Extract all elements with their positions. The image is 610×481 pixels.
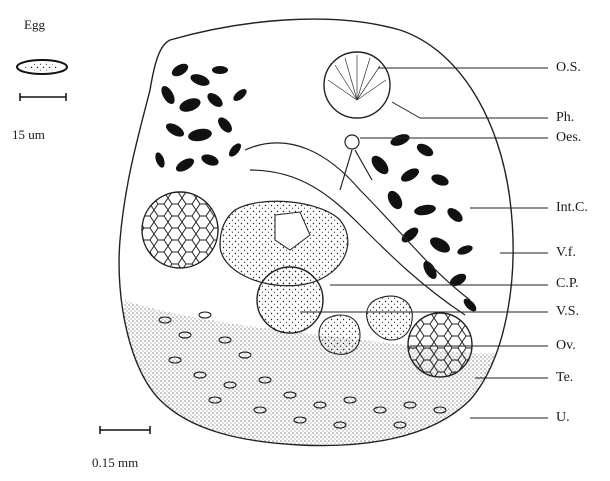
- pharynx: [345, 135, 359, 149]
- main-scale-label: 0.15 mm: [92, 456, 138, 470]
- label-cp: C.P.: [556, 277, 579, 291]
- ventral-sucker: [257, 267, 323, 333]
- label-oes: Oes.: [556, 131, 581, 145]
- label-vf: V.f.: [556, 246, 576, 260]
- egg-drawing-inner: [25, 64, 59, 71]
- egg-title: Egg: [24, 18, 45, 32]
- label-u: U.: [556, 411, 570, 425]
- main-scale-bar: [100, 426, 150, 434]
- left-gland: [142, 192, 218, 268]
- label-ph: Ph.: [556, 111, 574, 125]
- egg-scale-label: 15 um: [12, 128, 45, 142]
- label-os: O.S.: [556, 61, 581, 75]
- label-te: Te.: [556, 371, 573, 385]
- label-intc: Int.C.: [556, 201, 588, 215]
- testis-blob: [319, 315, 360, 354]
- label-vs: V.S.: [556, 305, 579, 319]
- egg-scale-bar: [20, 93, 66, 101]
- ovary-cells: [408, 313, 472, 377]
- label-ov: Ov.: [556, 339, 576, 353]
